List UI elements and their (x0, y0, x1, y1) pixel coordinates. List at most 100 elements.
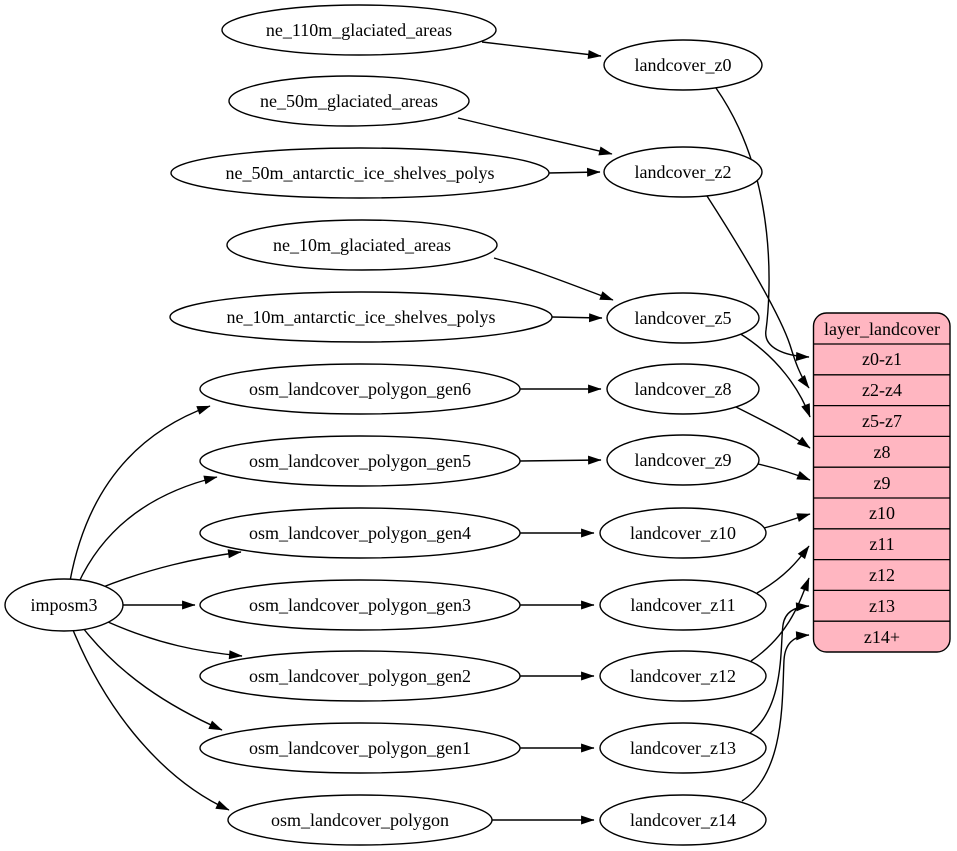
table-row-z0-z1: z0-z1 (862, 349, 902, 369)
node-ellipse (199, 363, 521, 415)
node-landcover_z8: landcover_z8 (606, 363, 760, 415)
table-row-z5-z7: z5-z7 (862, 411, 902, 431)
node-osm_landcover_polygon_gen2: osm_landcover_polygon_gen2 (199, 650, 521, 702)
edge-landcover_z10-to-row-z10 (763, 513, 811, 529)
node-ellipse (606, 434, 760, 486)
node-label: landcover_z5 (635, 308, 732, 328)
node-label: osm_landcover_polygon_gen6 (249, 379, 471, 399)
node-ellipse (599, 650, 767, 702)
node-ellipse (603, 39, 763, 91)
node-ellipse (169, 291, 553, 343)
node-ellipse (226, 219, 498, 271)
table-row-z10: z10 (869, 503, 895, 523)
node-landcover_z0: landcover_z0 (603, 39, 763, 91)
edge-landcover_z13-to-row-z13 (749, 602, 810, 734)
edge-ne_50m_antarctic_ice_shelves_polys-to-landcover_z2 (547, 167, 601, 177)
node-landcover_z10: landcover_z10 (599, 507, 767, 559)
node-ne_50m_antarctic_ice_shelves_polys: ne_50m_antarctic_ice_shelves_polys (170, 147, 550, 199)
edge-landcover_z0-to-row-z0-z1 (715, 87, 810, 361)
node-ellipse (599, 722, 767, 774)
node-osm_landcover_polygon_gen3: osm_landcover_polygon_gen3 (199, 579, 521, 631)
node-ellipse (199, 435, 521, 487)
node-label: osm_landcover_polygon_gen5 (249, 451, 471, 471)
node-ellipse (603, 146, 763, 198)
node-osm_landcover_polygon_gen5: osm_landcover_polygon_gen5 (199, 435, 521, 487)
node-label: ne_10m_antarctic_ice_shelves_polys (227, 307, 496, 327)
node-label: landcover_z9 (635, 450, 732, 470)
node-label: ne_50m_glaciated_areas (260, 91, 438, 111)
edge-landcover_z14-to-row-z14 (741, 631, 810, 802)
node-ellipse (170, 147, 550, 199)
node-label: ne_10m_glaciated_areas (273, 235, 451, 255)
node-label: osm_landcover_polygon_gen3 (249, 595, 471, 615)
node-ellipse (199, 507, 521, 559)
node-ne_10m_glaciated_areas: ne_10m_glaciated_areas (226, 219, 498, 271)
table-body (812, 312, 951, 653)
node-ellipse (606, 292, 760, 344)
node-ellipse (199, 650, 521, 702)
edge-landcover_z11-to-row-z11 (756, 545, 810, 594)
node-label: imposm3 (30, 595, 97, 615)
table-row-z9: z9 (874, 473, 891, 493)
table-row-z13: z13 (869, 596, 895, 616)
node-ellipse (199, 579, 521, 631)
node-landcover_z14: landcover_z14 (599, 794, 767, 846)
node-label: landcover_z8 (635, 379, 732, 399)
node-landcover_z13: landcover_z13 (599, 722, 767, 774)
edge-imposm3-to-osm_landcover_polygon_gen5 (77, 475, 218, 585)
edge-ne_10m_glaciated_areas-to-landcover_z5 (493, 257, 614, 301)
node-osm_landcover_polygon_gen6: osm_landcover_polygon_gen6 (199, 363, 521, 415)
node-ne_10m_antarctic_ice_shelves_polys: ne_10m_antarctic_ice_shelves_polys (169, 291, 553, 343)
edges-layer (69, 41, 811, 825)
edge-imposm3-to-osm_landcover_polygon_gen1 (82, 627, 223, 731)
edge-ne_50m_glaciated_areas-to-landcover_z2 (457, 117, 613, 156)
node-ellipse (599, 507, 767, 559)
table-title: layer_landcover (824, 319, 940, 339)
node-label: landcover_z11 (630, 595, 735, 615)
edge-landcover_z5-to-row-z5-z7 (738, 332, 811, 418)
node-ellipse (606, 363, 760, 415)
node-landcover_z12: landcover_z12 (599, 650, 767, 702)
node-label: osm_landcover_polygon (271, 810, 449, 830)
node-label: ne_50m_antarctic_ice_shelves_polys (226, 163, 495, 183)
edge-ne_110m_glaciated_areas-to-landcover_z0 (481, 41, 602, 59)
table-row-z8: z8 (874, 442, 891, 462)
edge-imposm3-to-osm_landcover_polygon_gen6 (69, 405, 211, 582)
node-ellipse (4, 578, 124, 632)
node-landcover_z2: landcover_z2 (603, 146, 763, 198)
node-ne_110m_glaciated_areas: ne_110m_glaciated_areas (221, 4, 497, 56)
node-landcover_z9: landcover_z9 (606, 434, 760, 486)
node-label: landcover_z13 (630, 738, 736, 758)
edge-landcover_z2-to-row-z2-z4 (706, 195, 810, 389)
edge-imposm3-to-osm_landcover_polygon_gen4 (97, 549, 242, 590)
table-row-z2-z4: z2-z4 (862, 380, 902, 400)
node-layer-landcover-table: layer_landcover z0-z1 z2-z4 z5-z7 z8 z9 … (812, 312, 951, 653)
node-ellipse (199, 722, 521, 774)
node-ellipse (227, 794, 493, 846)
node-ellipse (599, 794, 767, 846)
node-label: osm_landcover_polygon_gen2 (249, 666, 471, 686)
table-row-z12: z12 (869, 565, 895, 585)
edge-imposm3-to-osm_landcover_polygon (72, 629, 230, 811)
table-row-z14: z14+ (864, 627, 900, 647)
node-label: osm_landcover_polygon_gen1 (249, 738, 471, 758)
edge-landcover_z8-to-row-z8 (733, 405, 811, 449)
node-ellipse (599, 579, 767, 631)
node-osm_landcover_polygon_gen1: osm_landcover_polygon_gen1 (199, 722, 521, 774)
node-imposm3: imposm3 (4, 578, 124, 632)
node-label: landcover_z2 (635, 162, 732, 182)
node-osm_landcover_polygon: osm_landcover_polygon (227, 794, 493, 846)
node-label: landcover_z0 (635, 55, 732, 75)
node-label: landcover_z10 (630, 523, 736, 543)
table-row-z11: z11 (869, 534, 894, 554)
node-landcover_z5: landcover_z5 (606, 292, 760, 344)
node-label: landcover_z14 (630, 810, 736, 830)
node-landcover_z11: landcover_z11 (599, 579, 767, 631)
node-label: osm_landcover_polygon_gen4 (249, 523, 471, 543)
edge-landcover_z9-to-row-z9 (757, 463, 811, 481)
edge-imposm3-to-osm_landcover_polygon_gen2 (107, 621, 243, 660)
node-ellipse (228, 75, 470, 127)
node-label: ne_110m_glaciated_areas (266, 20, 452, 40)
